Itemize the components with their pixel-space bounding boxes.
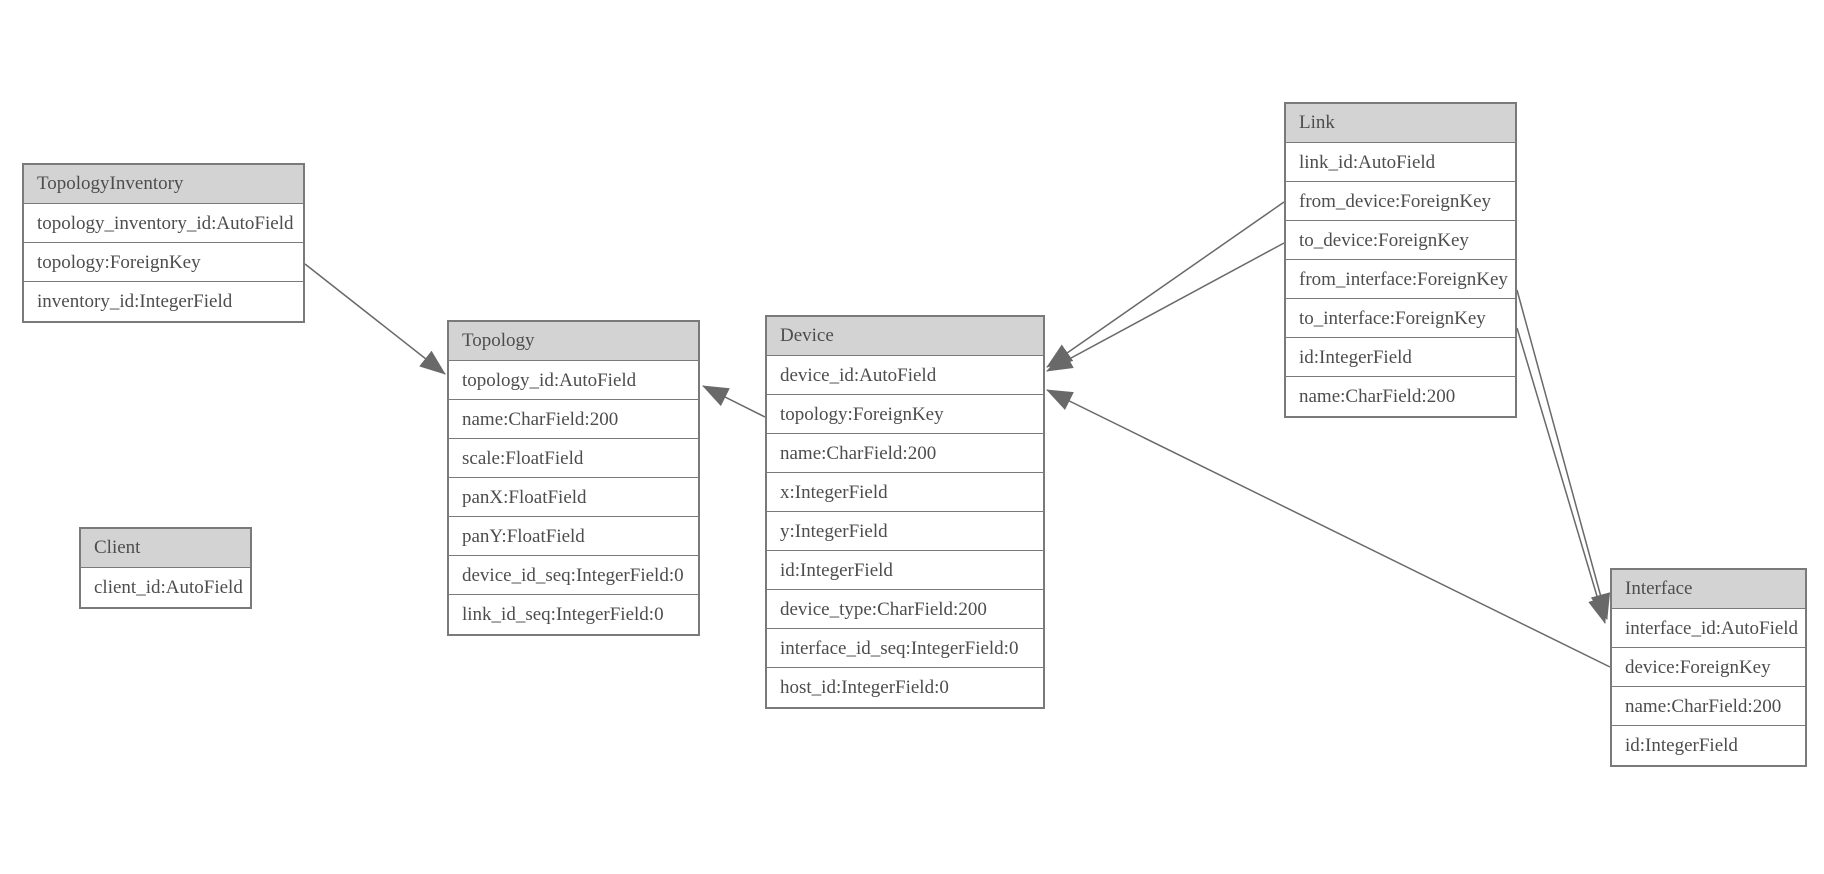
field-topology-fk: topology:ForeignKey	[767, 395, 1043, 434]
entity-client: Client client_id:AutoField	[79, 527, 252, 609]
field-topology-fk: topology:ForeignKey	[24, 243, 303, 282]
relation-link-from-interface-line	[1516, 289, 1611, 620]
relation-link-to-device-line	[1046, 242, 1285, 372]
field-to-device: to_device:ForeignKey	[1286, 221, 1515, 260]
field-panx: panX:FloatField	[449, 478, 698, 517]
entity-link: Link link_id:AutoField from_device:Forei…	[1284, 102, 1517, 418]
entity-topology: Topology topology_id:AutoField name:Char…	[447, 320, 700, 636]
field-interface-id-seq: interface_id_seq:IntegerField:0	[767, 629, 1043, 668]
field-from-device: from_device:ForeignKey	[1286, 182, 1515, 221]
field-topology-id: topology_id:AutoField	[449, 361, 698, 400]
relation-interface-device-line	[1046, 389, 1611, 668]
field-x: x:IntegerField	[767, 473, 1043, 512]
field-id: id:IntegerField	[1286, 338, 1515, 377]
field-client-id: client_id:AutoField	[94, 577, 243, 598]
field-name: name:CharField:200	[1612, 687, 1805, 726]
field-pany: panY:FloatField	[449, 517, 698, 556]
relation-link-to-interface-line	[1516, 327, 1608, 624]
entity-client-title: Client	[81, 529, 250, 568]
entity-interface: Interface interface_id:AutoField device:…	[1610, 568, 1807, 767]
relation-device-topology-line	[702, 385, 766, 418]
field-name: name:CharField:200	[1299, 386, 1456, 407]
field-to-interface: to_interface:ForeignKey	[1286, 299, 1515, 338]
field-topology-inventory-id: topology_inventory_id:AutoField	[24, 204, 303, 243]
relation-link-from-device-line	[1046, 201, 1285, 368]
entity-topologyinventory: TopologyInventory topology_inventory_id:…	[22, 163, 305, 323]
field-scale: scale:FloatField	[449, 439, 698, 478]
field-device-id: device_id:AutoField	[767, 356, 1043, 395]
field-id: id:IntegerField	[1625, 735, 1738, 756]
entity-device: Device device_id:AutoField topology:Fore…	[765, 315, 1045, 709]
field-name: name:CharField:200	[449, 400, 698, 439]
field-host-id: host_id:IntegerField:0	[780, 677, 949, 698]
field-interface-id: interface_id:AutoField	[1612, 609, 1805, 648]
field-device-fk: device:ForeignKey	[1612, 648, 1805, 687]
field-y: y:IntegerField	[767, 512, 1043, 551]
entity-link-title: Link	[1286, 104, 1515, 143]
field-link-id-seq: link_id_seq:IntegerField:0	[462, 604, 664, 625]
field-from-interface: from_interface:ForeignKey	[1286, 260, 1515, 299]
field-name: name:CharField:200	[767, 434, 1043, 473]
entity-topology-title: Topology	[449, 322, 698, 361]
field-id: id:IntegerField	[767, 551, 1043, 590]
entity-interface-title: Interface	[1612, 570, 1805, 609]
field-device-type: device_type:CharField:200	[767, 590, 1043, 629]
relation-topologyinventory-topology-line	[304, 263, 446, 375]
field-device-id-seq: device_id_seq:IntegerField:0	[449, 556, 698, 595]
field-link-id: link_id:AutoField	[1286, 143, 1515, 182]
entity-device-title: Device	[767, 317, 1043, 356]
field-inventory-id: inventory_id:IntegerField	[37, 291, 233, 312]
entity-topologyinventory-title: TopologyInventory	[24, 165, 303, 204]
